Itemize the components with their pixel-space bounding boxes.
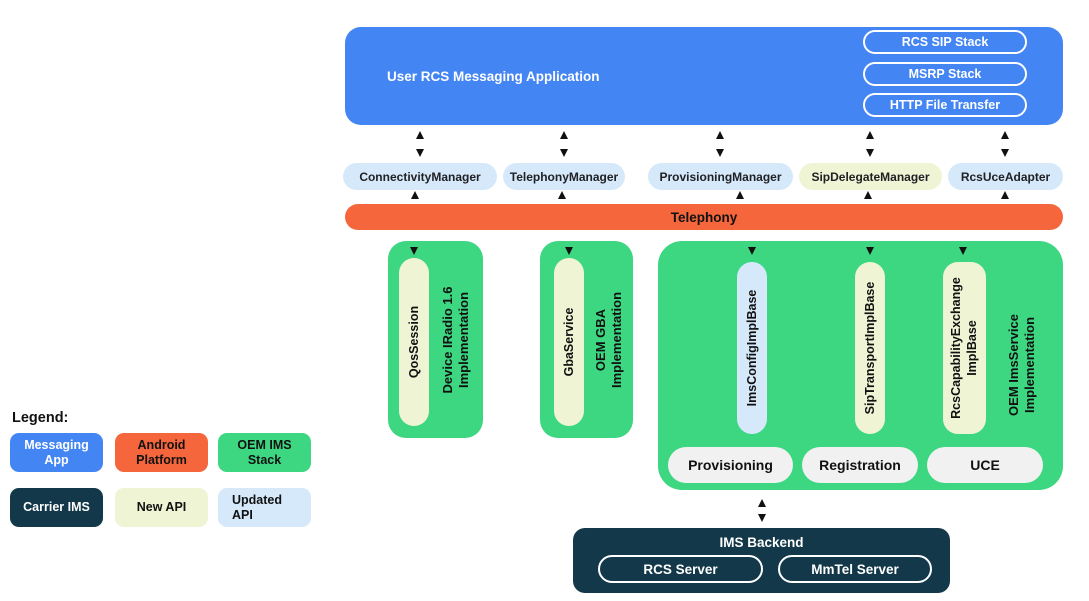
- legend-title: Legend:: [12, 410, 69, 426]
- rcs-capability-exchange-pill: [943, 262, 986, 434]
- arrow-down-icon: [758, 514, 766, 522]
- rcs-server-pill: RCS Server: [598, 555, 763, 583]
- arrow-up-icon: [411, 191, 419, 199]
- telephony-manager-pill: TelephonyManager: [503, 163, 625, 190]
- ims-config-impl-base-pill: [737, 262, 767, 434]
- arrow-down-icon: [866, 149, 874, 157]
- mmtel-server-pill: MmTel Server: [778, 555, 932, 583]
- arrow-down-icon: [565, 247, 573, 255]
- provisioning-pill: Provisioning: [668, 447, 793, 483]
- provisioning-manager-pill: ProvisioningManager: [648, 163, 793, 190]
- oem-gba-impl-label: OEM GBA Implementation: [593, 291, 624, 389]
- arrow-down-icon: [748, 247, 756, 255]
- rcs-uce-adapter-pill: RcsUceAdapter: [948, 163, 1063, 190]
- legend-carrier-ims: Carrier IMS: [10, 488, 103, 527]
- arrow-up-icon: [416, 131, 424, 139]
- arrow-up-icon: [736, 191, 744, 199]
- qos-session-pill: [399, 258, 429, 426]
- gba-service-label: GbaService: [562, 307, 576, 377]
- sip-transport-impl-base-pill: [855, 262, 885, 434]
- arrow-down-icon: [959, 247, 967, 255]
- device-iradio-impl-label: Device IRadio 1.6 Implementation: [440, 286, 471, 394]
- uce-pill: UCE: [927, 447, 1043, 483]
- http-file-transfer-pill: HTTP File Transfer: [863, 93, 1027, 117]
- sip-transport-impl-base-label: SipTransportImplBase: [863, 281, 877, 415]
- arrow-down-icon: [866, 247, 874, 255]
- user-rcs-messaging-application-box: User RCS Messaging Application RCS SIP S…: [345, 27, 1063, 125]
- arrow-down-icon: [716, 149, 724, 157]
- ims-config-impl-base-label: ImsConfigImplBase: [745, 289, 759, 407]
- gba-service-pill: [554, 258, 584, 426]
- arrow-down-icon: [1001, 149, 1009, 157]
- legend-new-api: New API: [115, 488, 208, 527]
- rcs-sip-stack-pill: RCS SIP Stack: [863, 30, 1027, 54]
- app-box-title: User RCS Messaging Application: [387, 68, 600, 84]
- ims-backend-box: IMS Backend RCS Server MmTel Server: [573, 528, 950, 593]
- arrow-up-icon: [1001, 131, 1009, 139]
- arrow-up-icon: [716, 131, 724, 139]
- arrow-up-icon: [558, 191, 566, 199]
- sip-delegate-manager-pill: SipDelegateManager: [799, 163, 942, 190]
- msrp-stack-pill: MSRP Stack: [863, 62, 1027, 86]
- connectivity-manager-pill: ConnectivityManager: [343, 163, 497, 190]
- oem-ims-service-impl-label: OEM ImsService Implementation: [1006, 314, 1037, 416]
- arrow-up-icon: [560, 131, 568, 139]
- arrow-down-icon: [416, 149, 424, 157]
- registration-pill: Registration: [802, 447, 918, 483]
- arrow-down-icon: [410, 247, 418, 255]
- ims-backend-title: IMS Backend: [719, 534, 804, 550]
- telephony-bar: Telephony: [345, 204, 1063, 230]
- arrow-up-icon: [864, 191, 872, 199]
- arrow-up-icon: [758, 499, 766, 507]
- qos-session-label: QosSession: [407, 305, 421, 379]
- arrow-up-icon: [866, 131, 874, 139]
- rcs-capability-exchange-label: RcsCapabilityExchange ImplBase: [949, 277, 979, 419]
- arrow-up-icon: [1001, 191, 1009, 199]
- arrow-down-icon: [560, 149, 568, 157]
